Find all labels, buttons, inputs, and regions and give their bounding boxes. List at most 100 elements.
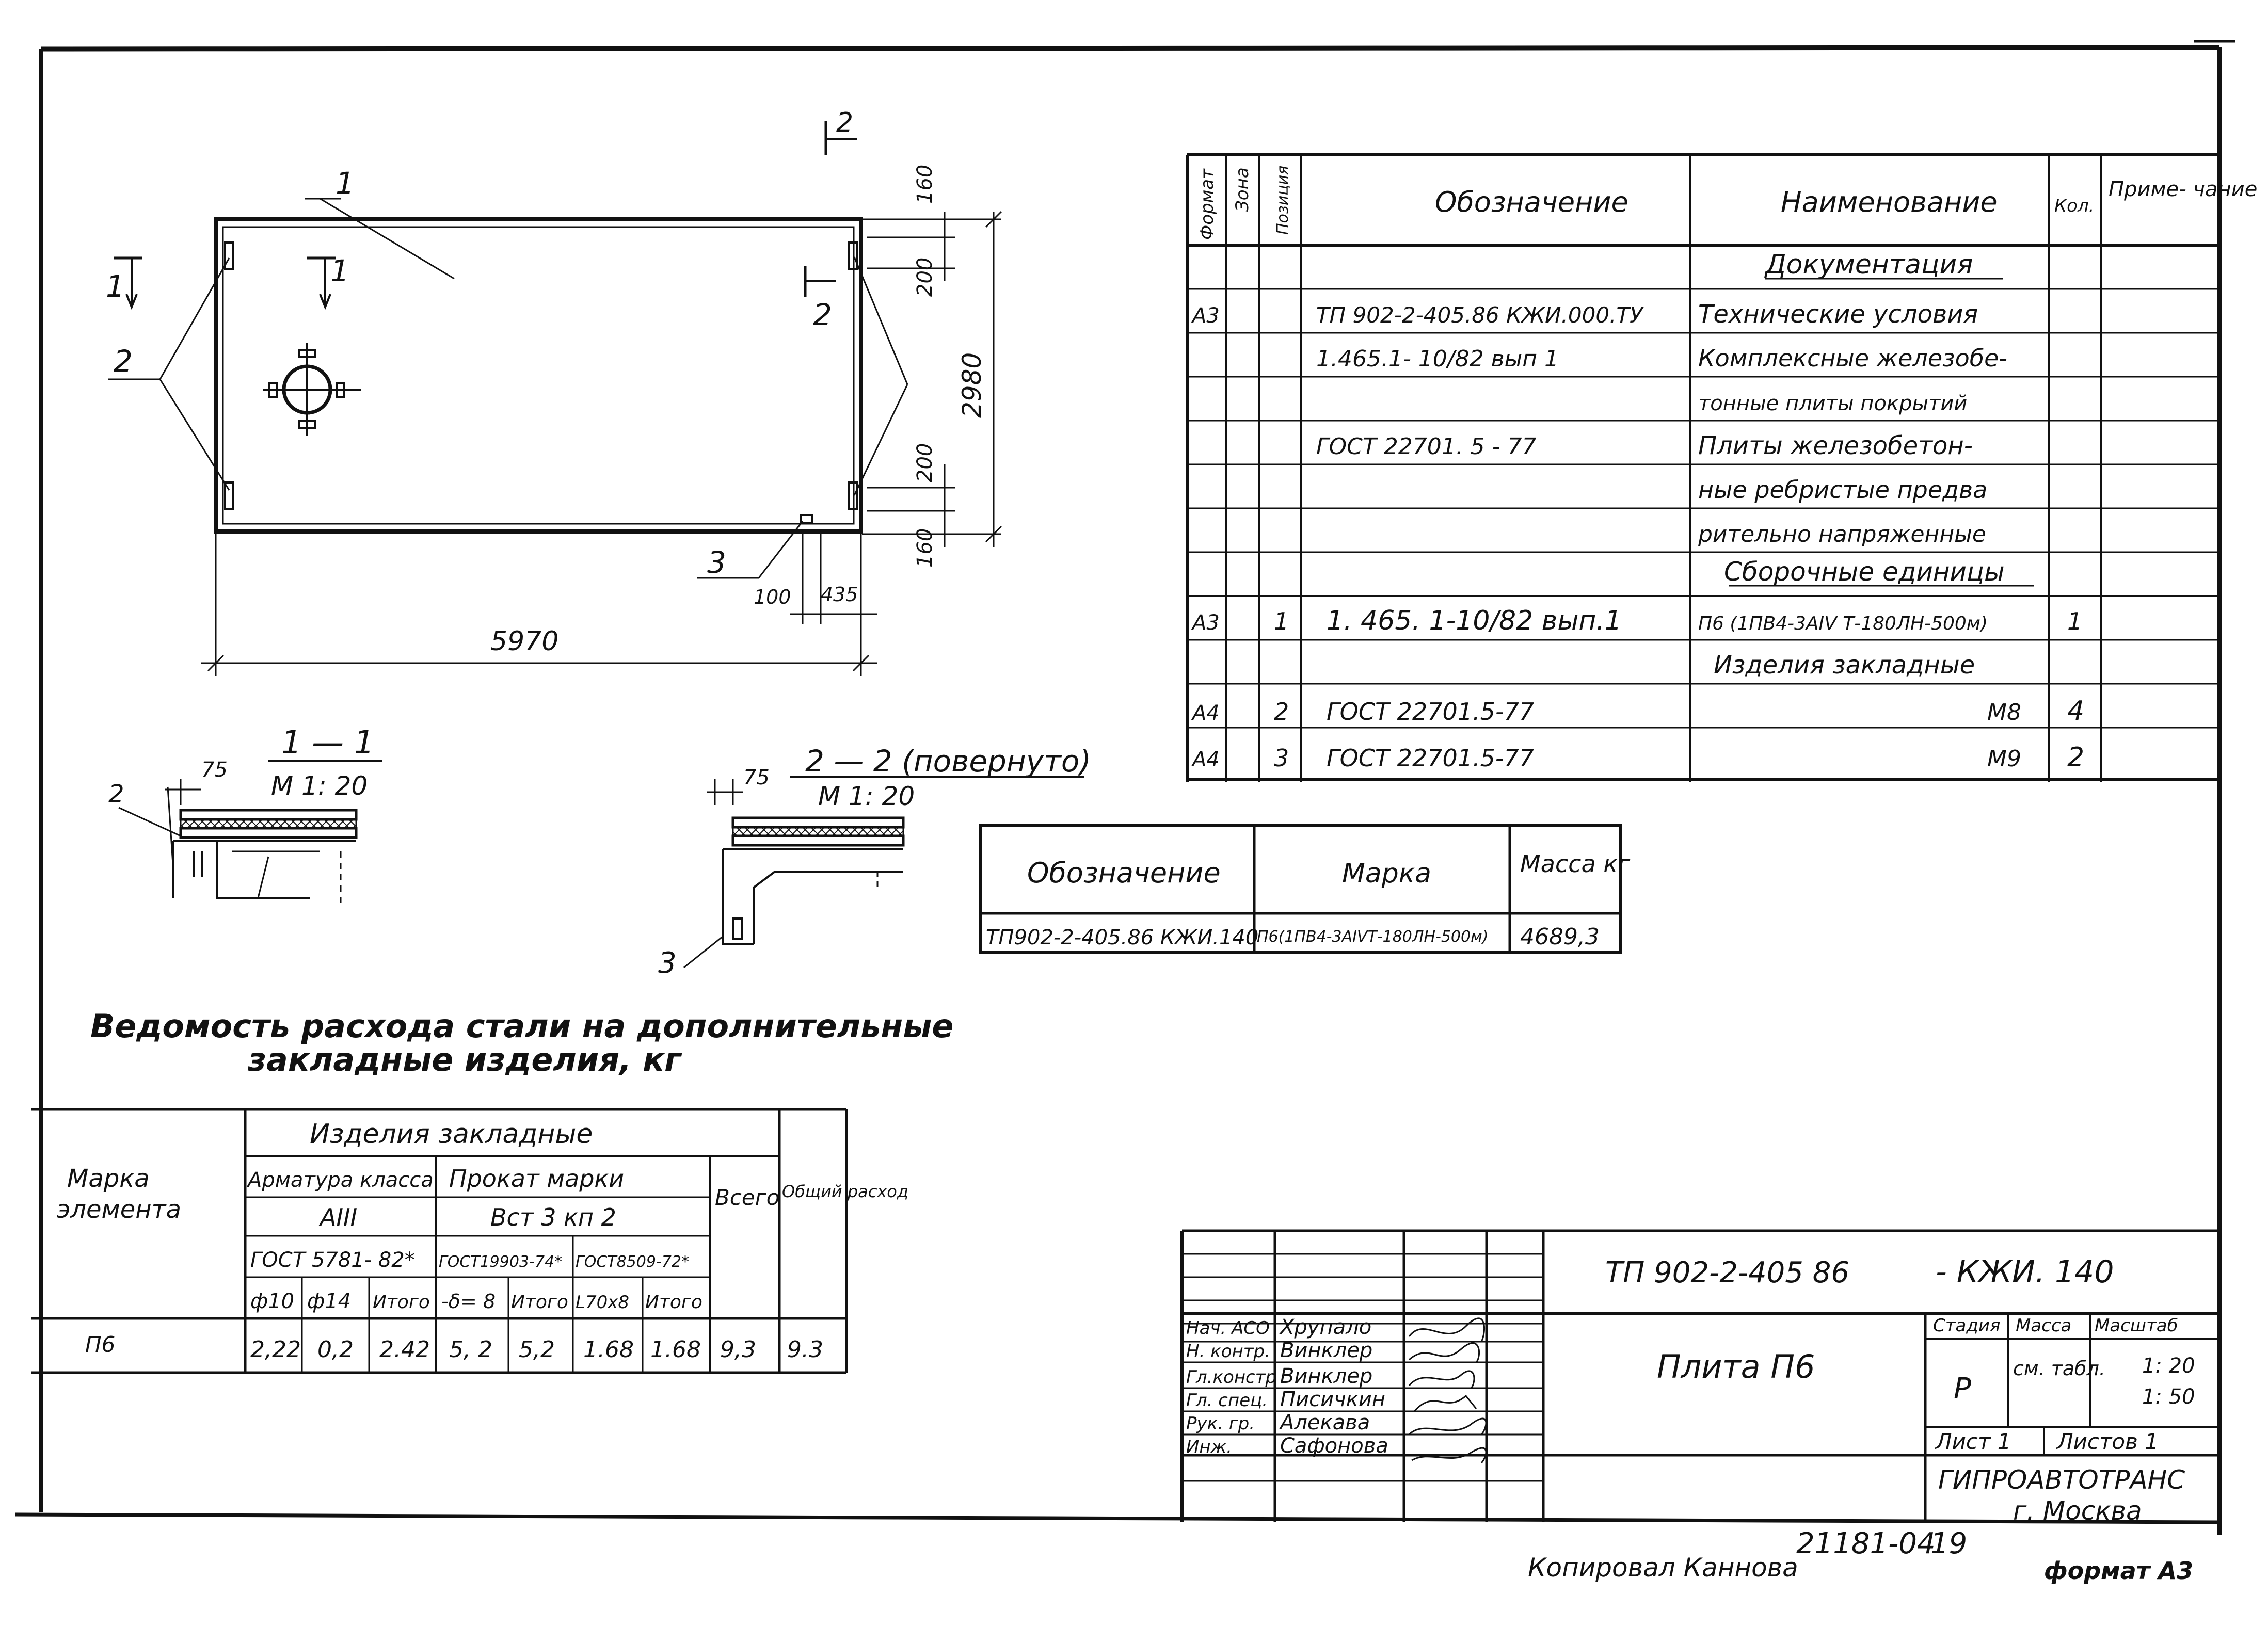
person-0: Хрупало xyxy=(1279,1315,1371,1339)
spec-row-4-name: Плиты железобетон- xyxy=(1698,431,1973,460)
title-stage: Р xyxy=(1954,1372,1971,1406)
title-block-text: ТП 902-2-405 86 - КЖИ. 140 Плита П6 Стад… xyxy=(1186,1254,2195,1526)
title-sheet: Лист 1 xyxy=(1935,1429,2011,1454)
callout-3: 3 xyxy=(707,545,726,580)
section-2-top-mark: 2 xyxy=(836,107,853,138)
section-2-scale: М 1: 20 xyxy=(818,781,915,811)
spec-row-9-name: Изделия закладные xyxy=(1714,651,1975,680)
spec-row-8-pos: 1 xyxy=(1274,607,1289,635)
steel-sub-0: ф10 xyxy=(250,1290,294,1313)
spec-header-note: Приме- чание xyxy=(2109,178,2257,201)
spec-row-3-name: тонные плиты покрытий xyxy=(1698,392,1967,415)
footer-copied: Копировал Каннова xyxy=(1528,1553,1798,1583)
steel-title-line2: закладные изделия, кг xyxy=(247,1041,682,1078)
section-1-title: 1 — 1 xyxy=(281,723,374,761)
spec-row-0-name: Документация xyxy=(1764,249,1973,280)
title-block xyxy=(1180,1229,2219,1522)
spec-row-6-name: рительно напряженные xyxy=(1698,521,1986,547)
mass-row-designation: ТП902-2-405.86 КЖИ.140 xyxy=(986,926,1258,949)
plan-view xyxy=(108,121,1002,676)
section-2-dim-75: 75 xyxy=(743,766,770,790)
section-2-title: 2 — 2 (повернуто) xyxy=(805,744,1091,779)
title-code-suffix: - КЖИ. 140 xyxy=(1936,1254,2114,1290)
footer: Копировал Каннова 21181-04 19 формат А3 xyxy=(1528,1527,2193,1585)
title-city: г. Москва xyxy=(2013,1496,2142,1526)
steel-sub-4: Итого xyxy=(511,1292,568,1313)
footer-format: формат А3 xyxy=(2044,1557,2193,1585)
dim-5970: 5970 xyxy=(490,626,558,657)
steel-header-gost-b: ГОСТ8509-72* xyxy=(576,1253,689,1271)
steel-header-rolled-grade: Вст 3 кп 2 xyxy=(490,1203,616,1231)
spec-row-1-name: Технические условия xyxy=(1698,300,1978,329)
footer-page: 19 xyxy=(1930,1527,1967,1560)
steel-row-val-0: 2,22 xyxy=(250,1336,301,1363)
title-mass-header: Масса xyxy=(2016,1315,2071,1336)
dim-160-bottom: 160 xyxy=(913,528,937,568)
spec-row-11-designation: ГОСТ 22701.5-77 xyxy=(1327,744,1534,772)
steel-row-val-7: 9,3 xyxy=(720,1336,756,1363)
mass-row-mark: П6(1ПВ4-3АIVТ-180ЛН-500м) xyxy=(1257,928,1488,946)
spec-row-10-designation: ГОСТ 22701.5-77 xyxy=(1327,698,1534,726)
steel-sub-2: Итого xyxy=(373,1292,430,1313)
spec-header-position: Позиция xyxy=(1274,166,1292,235)
role-0: Нач. АСО xyxy=(1186,1318,1270,1339)
spec-row-1-designation: ТП 902-2-405.86 КЖИ.000.ТУ xyxy=(1316,302,1644,328)
title-stage-header: Стадия xyxy=(1933,1315,2000,1336)
section-1-scale: М 1: 20 xyxy=(271,771,368,801)
spec-row-10-pos: 2 xyxy=(1274,698,1289,726)
callout-2: 2 xyxy=(114,344,133,379)
steel-sub-3: -δ= 8 xyxy=(441,1290,496,1313)
steel-header-items: Изделия закладные xyxy=(310,1119,593,1150)
mass-table xyxy=(979,824,1622,954)
dim-160-top: 160 xyxy=(913,165,937,204)
sheet-frame xyxy=(15,40,2235,1535)
title-scale-1: 1: 20 xyxy=(2142,1354,2195,1378)
steel-sub-1: ф14 xyxy=(307,1290,351,1313)
spec-header-format: Формат xyxy=(1197,168,1218,240)
role-2: Гл.констр xyxy=(1186,1367,1276,1388)
section-1-1 xyxy=(118,760,382,908)
steel-table-text: Марка элемента Изделия закладные Арматур… xyxy=(57,1119,908,1363)
steel-row-val-5: 1.68 xyxy=(583,1336,634,1363)
person-5: Сафонова xyxy=(1280,1434,1388,1458)
role-1: Н. контр. xyxy=(1186,1341,1270,1362)
spec-row-2-designation: 1.465.1- 10/82 вып 1 xyxy=(1316,346,1559,372)
steel-row-val-3: 5, 2 xyxy=(449,1336,492,1363)
spec-header-qty: Кол. xyxy=(2054,196,2094,216)
title-scale-header: Масштаб xyxy=(2095,1315,2178,1336)
section-2-callout-3: 3 xyxy=(658,946,677,980)
steel-header-rebar-class: АIII xyxy=(318,1203,357,1231)
steel-header-mark-1: Марка xyxy=(67,1164,150,1193)
steel-header-rebar: Арматура класса xyxy=(246,1168,434,1192)
steel-row-val-6: 1.68 xyxy=(650,1336,701,1363)
spec-row-5-name: ные ребристые предва xyxy=(1698,476,1987,504)
section-1-left-mark: 1 xyxy=(106,269,125,304)
section-1-dim-75: 75 xyxy=(201,758,228,782)
steel-header-gost-a: ГОСТ19903-74* xyxy=(439,1253,562,1271)
steel-sub-6: Итого xyxy=(645,1292,702,1313)
spec-row-8-format: А3 xyxy=(1191,611,1220,635)
callout-1: 1 xyxy=(336,166,355,201)
dim-200-top: 200 xyxy=(913,257,937,297)
steel-header-mark-2: элемента xyxy=(57,1195,181,1224)
section-2-right-mark: 2 xyxy=(813,297,832,332)
mass-header-mark: Марка xyxy=(1342,858,1431,889)
person-2: Винклер xyxy=(1280,1364,1372,1388)
spec-row-11-qty: 2 xyxy=(2067,742,2084,773)
spec-row-11-name: М9 xyxy=(1987,746,2021,772)
steel-row-mark: П6 xyxy=(85,1332,115,1357)
spec-header-designation: Обозначение xyxy=(1435,186,1628,218)
spec-row-2-name: Комплексные железобе- xyxy=(1698,344,2007,372)
spec-table xyxy=(1186,153,2219,782)
role-3: Гл. спец. xyxy=(1186,1390,1268,1411)
spec-row-8-qty: 1 xyxy=(2067,607,2082,635)
spec-row-11-pos: 3 xyxy=(1274,744,1289,772)
title-code: ТП 902-2-405 86 xyxy=(1605,1256,1849,1290)
spec-row-1-format: А3 xyxy=(1191,304,1220,328)
spec-row-4-designation: ГОСТ 22701. 5 - 77 xyxy=(1316,433,1537,460)
footer-number: 21181-04 xyxy=(1796,1527,1936,1560)
spec-table-text: Формат Зона Позиция Обозначение Наименов… xyxy=(1191,166,2257,773)
spec-row-8-designation: 1. 465. 1-10/82 вып.1 xyxy=(1327,605,1622,636)
spec-header-name: Наименование xyxy=(1781,186,1998,218)
